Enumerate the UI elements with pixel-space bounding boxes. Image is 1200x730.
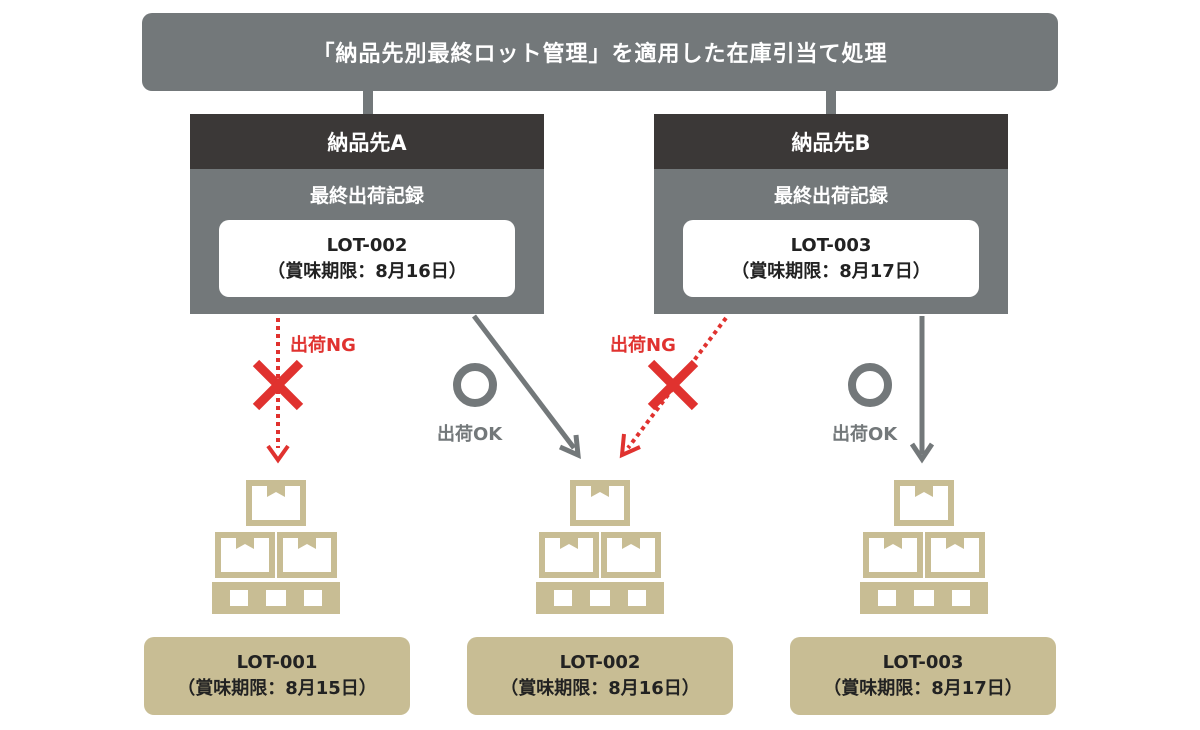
label-ng-b: 出荷NG: [610, 335, 676, 356]
destination-a-name: 納品先A: [190, 114, 544, 169]
lot-expiry: （賞味期限：8月17日）: [823, 678, 1023, 699]
arrow-a-to-lot002: [472, 314, 581, 460]
lot-number: LOT-003: [790, 234, 872, 256]
destination-b-box: 納品先B 最終出荷記録 LOT-003 （賞味期限：8月17日）: [654, 114, 1008, 314]
lot-expiry: （賞味期限：8月16日）: [500, 678, 700, 699]
destination-a-last-lot: LOT-002 （賞味期限：8月16日）: [219, 220, 515, 297]
label-ok-b: 出荷OK: [832, 424, 898, 445]
destination-a-box: 納品先A 最終出荷記録 LOT-002 （賞味期限：8月16日）: [190, 114, 544, 314]
destination-b-record-label: 最終出荷記録: [773, 184, 888, 207]
arrow-b-to-lot003: [909, 316, 935, 464]
lot-expiry: （賞味期限：8月15日）: [177, 678, 377, 699]
lot-expiry: （賞味期限：8月17日）: [731, 260, 931, 282]
lot-number: LOT-002: [559, 652, 641, 673]
cross-mark-icon: [647, 359, 699, 411]
pallet-boxes-icon: [860, 480, 988, 614]
circle-ok-icon: [453, 363, 497, 407]
label-ok-a: 出荷OK: [437, 424, 503, 445]
stock-lot-003: LOT-003 （賞味期限：8月17日）: [790, 637, 1056, 715]
lot-number: LOT-003: [882, 652, 964, 673]
circle-ok-icon: [848, 363, 892, 407]
lot-number: LOT-001: [236, 652, 318, 673]
destination-b-name: 納品先B: [654, 114, 1008, 169]
pallet-boxes-icon: [212, 480, 340, 614]
connector-title-b: [826, 90, 836, 115]
destination-b-last-lot: LOT-003 （賞味期限：8月17日）: [683, 220, 979, 297]
lot-expiry: （賞味期限：8月16日）: [267, 260, 467, 282]
destination-a-record-label: 最終出荷記録: [309, 184, 424, 207]
connector-title-a: [363, 90, 373, 115]
cross-mark-icon: [252, 359, 304, 411]
pallet-boxes-icon: [536, 480, 664, 614]
stock-lot-002: LOT-002 （賞味期限：8月16日）: [467, 637, 733, 715]
diagram-title: 「納品先別最終ロット管理」を適用した在庫引当て処理: [142, 13, 1058, 91]
lot-number: LOT-002: [326, 234, 408, 256]
stock-lot-001: LOT-001 （賞味期限：8月15日）: [144, 637, 410, 715]
label-ng-a: 出荷NG: [290, 335, 356, 356]
